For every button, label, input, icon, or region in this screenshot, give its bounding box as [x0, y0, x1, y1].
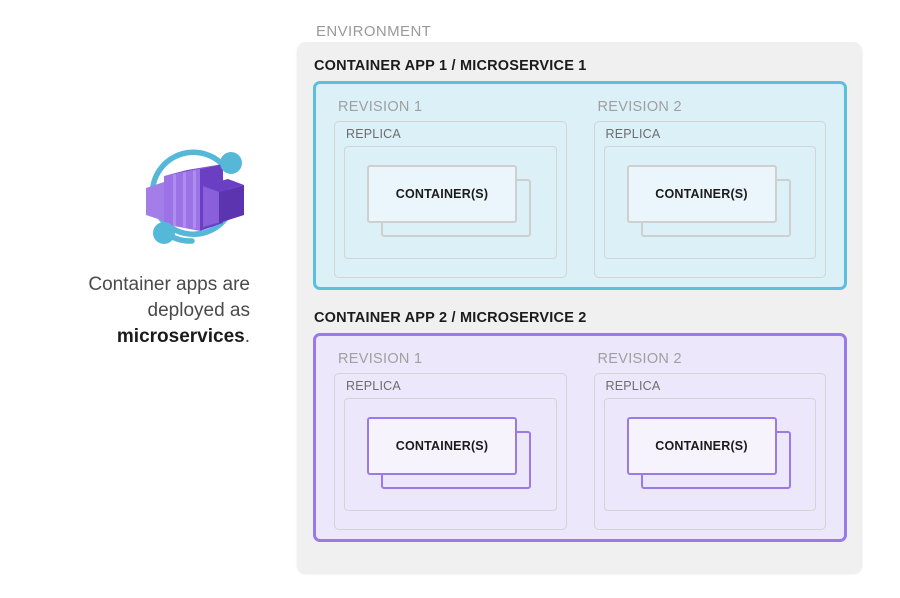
app-2-revision-2-replica-label: REPLICA [605, 379, 661, 393]
app-1-revision-1-label: REVISION 1 [338, 99, 423, 115]
container-app-1-title: CONTAINER APP 1 / MICROSERVICE 1 [314, 58, 587, 74]
container-app-1-panel: REVISION 1 REPLICA CONTAINER(S) REVISION… [313, 81, 847, 290]
app-1-revision-1: REVISION 1 REPLICA CONTAINER(S) [325, 93, 576, 278]
container-app-2-title: CONTAINER APP 2 / MICROSERVICE 2 [314, 310, 587, 326]
app-2-revision-1-container-stack: CONTAINER(S) [367, 417, 531, 489]
app-1-revision-2-replica-label: REPLICA [605, 127, 661, 141]
container-app-group-1: CONTAINER APP 1 / MICROSERVICE 1 REVISIO… [313, 58, 847, 290]
container-app-group-2: CONTAINER APP 2 / MICROSERVICE 2 REVISIO… [313, 310, 847, 542]
caption-bold-word: microservices [116, 326, 245, 347]
app-1-revision-2-label: REVISION 2 [597, 99, 682, 115]
app-2-revision-1: REVISION 1 REPLICA CONTAINER(S) [325, 345, 576, 530]
app-2-revision-1-replica-label: REPLICA [346, 379, 401, 393]
app-1-revision-1-container-stack: CONTAINER(S) [367, 165, 531, 237]
app-1-revision-2: REVISION 2 REPLICA CONTAINER(S) [585, 93, 836, 278]
container-app-2-panel: REVISION 1 REPLICA CONTAINER(S) REVISION… [313, 333, 847, 542]
app-2-revision-1-label: REVISION 1 [338, 351, 423, 367]
app-1-revision-2-replica-inner: CONTAINER(S) [603, 146, 816, 259]
app-2-revision-1-replica: REPLICA CONTAINER(S) [334, 373, 567, 530]
container-box-front: CONTAINER(S) [367, 165, 517, 223]
app-1-revision-1-replica-inner: CONTAINER(S) [344, 146, 557, 259]
app-1-revision-1-replica-label: REPLICA [346, 127, 401, 141]
app-2-revision-2-label: REVISION 2 [597, 351, 682, 367]
container-box-front: CONTAINER(S) [367, 417, 517, 475]
app-1-revision-1-replica: REPLICA CONTAINER(S) [334, 121, 567, 278]
app-2-revision-2-replica-inner: CONTAINER(S) [603, 398, 816, 511]
app-1-revision-2-container-stack: CONTAINER(S) [626, 165, 791, 237]
app-2-revision-1-replica-inner: CONTAINER(S) [344, 398, 557, 511]
caption-line-2: deployed as [147, 300, 250, 321]
left-description-panel: Container apps are deployed as microserv… [0, 0, 290, 598]
caption-text: Container apps are deployed as microserv… [40, 272, 250, 350]
caption-period: . [244, 326, 250, 347]
container-box-front: CONTAINER(S) [626, 417, 777, 475]
app-2-revision-2: REVISION 2 REPLICA CONTAINER(S) [585, 345, 836, 530]
environment-box: CONTAINER APP 1 / MICROSERVICE 1 REVISIO… [297, 42, 862, 573]
environment-label: ENVIRONMENT [316, 23, 432, 40]
app-2-revision-2-replica: REPLICA CONTAINER(S) [593, 373, 826, 530]
container-box-front: CONTAINER(S) [626, 165, 777, 223]
caption-line-1: Container apps are [88, 274, 250, 295]
azure-container-apps-icon [140, 145, 250, 255]
app-2-revision-2-container-stack: CONTAINER(S) [626, 417, 791, 489]
app-1-revision-2-replica: REPLICA CONTAINER(S) [593, 121, 826, 278]
